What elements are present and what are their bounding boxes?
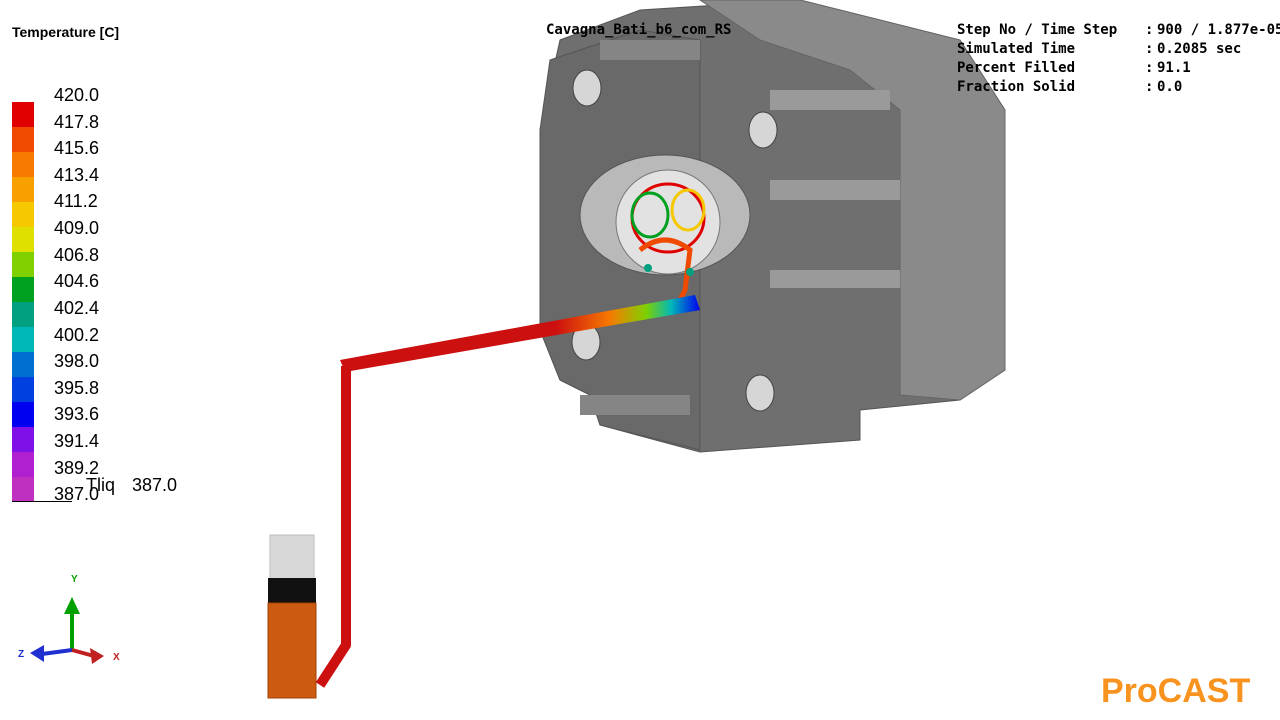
info-separator: : <box>1145 41 1154 57</box>
color-scale-segment <box>12 102 34 127</box>
runner-system <box>315 295 700 688</box>
info-row: Fraction Solid:0.0 <box>957 79 1277 97</box>
color-scale-tick: 395.8 <box>54 377 100 398</box>
color-scale-tick: 415.6 <box>54 138 100 159</box>
simulation-title: Cavagna_Bati_b6_com_RS <box>546 22 732 38</box>
color-scale-segment <box>12 127 34 152</box>
color-scale-tick: 393.6 <box>54 404 100 425</box>
color-scale-tick: 413.4 <box>54 164 100 185</box>
color-scale-tick: 400.2 <box>54 324 100 345</box>
info-separator: : <box>1145 60 1154 76</box>
color-scale-tick: 391.4 <box>54 430 100 451</box>
axis-z-label: Z <box>18 649 24 660</box>
info-row: Percent Filled:91.1 <box>957 60 1277 78</box>
color-scale-segment <box>12 177 34 202</box>
info-key: Step No / Time Step <box>957 22 1118 38</box>
color-scale-bar <box>12 102 34 502</box>
info-value: 900 / 1.877e-05 <box>1157 22 1280 38</box>
info-key: Simulated Time <box>957 41 1076 57</box>
color-scale-segment <box>12 452 34 477</box>
info-separator: : <box>1145 79 1154 95</box>
axis-y-label: Y <box>71 574 78 585</box>
info-row: Step No / Time Step:900 / 1.877e-05 <box>957 22 1280 40</box>
axis-triad: Y Z X <box>18 574 120 664</box>
color-scale-tick: 402.4 <box>54 297 100 318</box>
color-scale-tick: 411.2 <box>54 191 98 212</box>
info-value: 0.0 <box>1157 79 1183 95</box>
axis-x-label: X <box>113 652 120 663</box>
tliq-value: 387.0 <box>132 475 178 495</box>
info-value: 91.1 <box>1157 60 1191 76</box>
casting-part <box>630 182 706 302</box>
color-scale-segment <box>12 377 34 402</box>
color-scale-segment <box>12 252 34 277</box>
color-scale-tick: 409.0 <box>54 218 100 239</box>
color-scale-tick: 404.6 <box>54 271 100 292</box>
color-scale-segment <box>12 402 34 427</box>
info-row: Simulated Time:0.2085 sec <box>957 41 1277 59</box>
color-scale-segment <box>12 327 34 352</box>
info-key: Fraction Solid <box>957 79 1076 95</box>
color-scale-segment <box>12 277 34 302</box>
color-scale-segment <box>12 427 34 452</box>
color-scale-segment <box>12 302 34 327</box>
color-scale-tick: 417.8 <box>54 111 100 132</box>
color-scale-tick: 387.0 <box>54 484 100 505</box>
color-scale-tick: 389.2 <box>54 457 100 478</box>
info-value: 0.2085 sec <box>1157 41 1242 57</box>
color-scale-segment <box>12 477 34 502</box>
shot-sleeve <box>267 534 317 699</box>
color-scale-tick: 398.0 <box>54 351 100 372</box>
color-scale-baseline <box>12 501 72 502</box>
color-scale-segment <box>12 152 34 177</box>
color-scale-segment <box>12 352 34 377</box>
color-scale-segment <box>12 227 34 252</box>
color-scale-tick: 406.8 <box>54 244 100 265</box>
legend-title: Temperature [C] <box>12 24 120 40</box>
mold-die <box>539 0 1006 453</box>
tliq-label: Tliq <box>86 475 116 495</box>
info-separator: : <box>1145 22 1154 38</box>
color-scale-tick: 420.0 <box>54 85 100 105</box>
procast-logo: ProCAST <box>1101 672 1251 710</box>
info-key: Percent Filled <box>957 60 1076 76</box>
color-scale-segment <box>12 202 34 227</box>
